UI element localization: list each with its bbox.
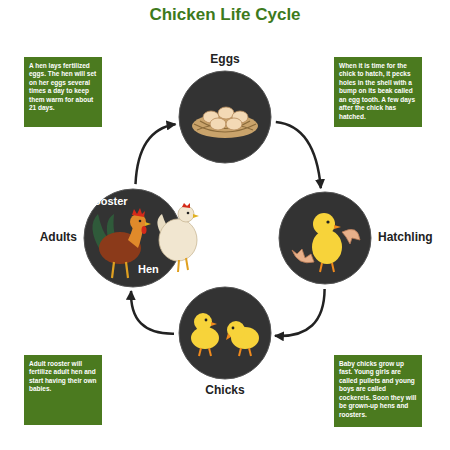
circle-outline xyxy=(278,191,372,285)
figure-label: Hen xyxy=(138,263,159,275)
stage-label: Eggs xyxy=(210,52,239,66)
panel-text: A hen lays fertilized eggs. The hen will… xyxy=(29,62,97,113)
stage-circle: Chicks xyxy=(178,286,272,380)
stage-circle: Hatchling xyxy=(278,191,372,285)
panel-text: When it is time for the chick to hatch, … xyxy=(339,62,417,121)
stage-label: Adults xyxy=(40,230,77,244)
panel-text: Adult rooster will fertilize adult hen a… xyxy=(29,360,97,394)
cycle-arrow xyxy=(131,291,174,334)
circle-outline xyxy=(178,70,272,164)
panel-text: Baby chicks grow up fast. Young girls ar… xyxy=(339,360,417,419)
stage-label: Hatchling xyxy=(378,230,433,244)
text-panel: When it is time for the chick to hatch, … xyxy=(334,57,422,127)
diagram-title: Chicken Life Cycle xyxy=(0,5,450,25)
cycle-arrow xyxy=(275,289,325,336)
circle-outline xyxy=(178,286,272,380)
cycle-arrow xyxy=(136,124,176,184)
cycle-arrow xyxy=(276,122,321,188)
stage-label: Chicks xyxy=(205,383,244,397)
text-panel: A hen lays fertilized eggs. The hen will… xyxy=(24,57,102,127)
stage-circle: Eggs xyxy=(178,70,272,164)
text-panel: Baby chicks grow up fast. Young girls ar… xyxy=(334,355,422,427)
text-panel: Adult rooster will fertilize adult hen a… xyxy=(24,355,102,425)
figure-label: Rooster xyxy=(86,195,128,207)
